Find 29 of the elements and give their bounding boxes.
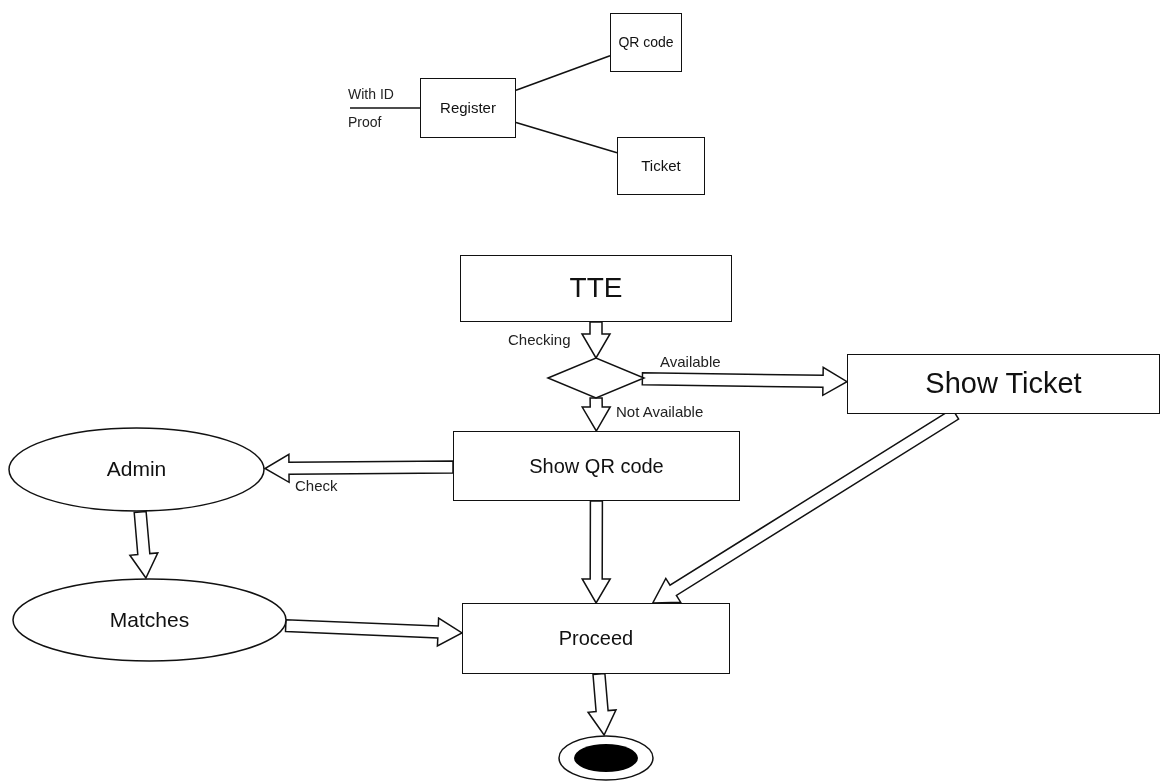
edge-label: Checking <box>508 331 571 349</box>
process-box <box>847 354 1160 414</box>
node-label: TTE <box>569 272 623 305</box>
edge-label: With ID Proof <box>348 85 395 132</box>
node-label: Ticket <box>641 157 681 175</box>
node-label: Admin <box>106 457 167 482</box>
block-arrow <box>263 453 454 484</box>
block-arrow <box>641 365 849 397</box>
process-box <box>460 255 732 322</box>
node-label: QR code <box>618 34 674 51</box>
process-box <box>453 431 740 501</box>
block-arrow <box>580 500 612 605</box>
process-box <box>610 13 682 72</box>
process-box <box>462 603 730 674</box>
connector-line <box>515 121 618 154</box>
node-label: Matches <box>109 607 190 633</box>
process-box <box>420 78 516 138</box>
node-label: Show QR code <box>529 454 664 478</box>
block-arrow <box>580 321 612 360</box>
process-box <box>617 137 705 195</box>
connector-line <box>349 107 421 109</box>
block-arrow <box>128 510 160 580</box>
block-arrow <box>580 397 612 433</box>
block-arrow <box>586 672 618 737</box>
connector-line <box>515 54 611 92</box>
node-label: Show Ticket <box>925 367 1082 401</box>
node-label: Register <box>440 99 496 117</box>
node-label: Proceed <box>558 627 634 650</box>
block-arrow <box>284 616 464 648</box>
